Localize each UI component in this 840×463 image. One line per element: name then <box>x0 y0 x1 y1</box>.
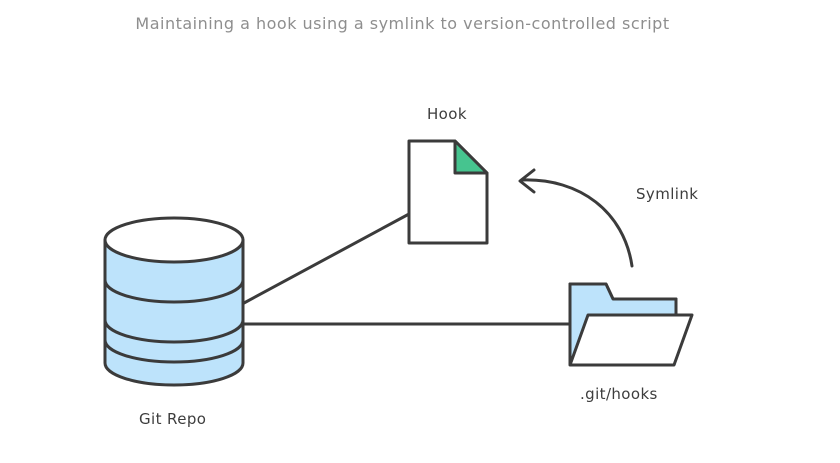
database-icon <box>103 216 245 387</box>
folder-icon <box>568 282 694 367</box>
file-icon <box>407 139 489 245</box>
hook-label: Hook <box>427 105 467 123</box>
git-repo-label: Git Repo <box>139 410 207 428</box>
git-hooks-label: .git/hooks <box>580 385 658 403</box>
repo-to-hook-connector <box>242 212 411 305</box>
symlink-label: Symlink <box>636 185 699 203</box>
diagram-title: Maintaining a hook using a symlink to ve… <box>135 14 670 33</box>
symlink-arrow <box>518 168 634 268</box>
